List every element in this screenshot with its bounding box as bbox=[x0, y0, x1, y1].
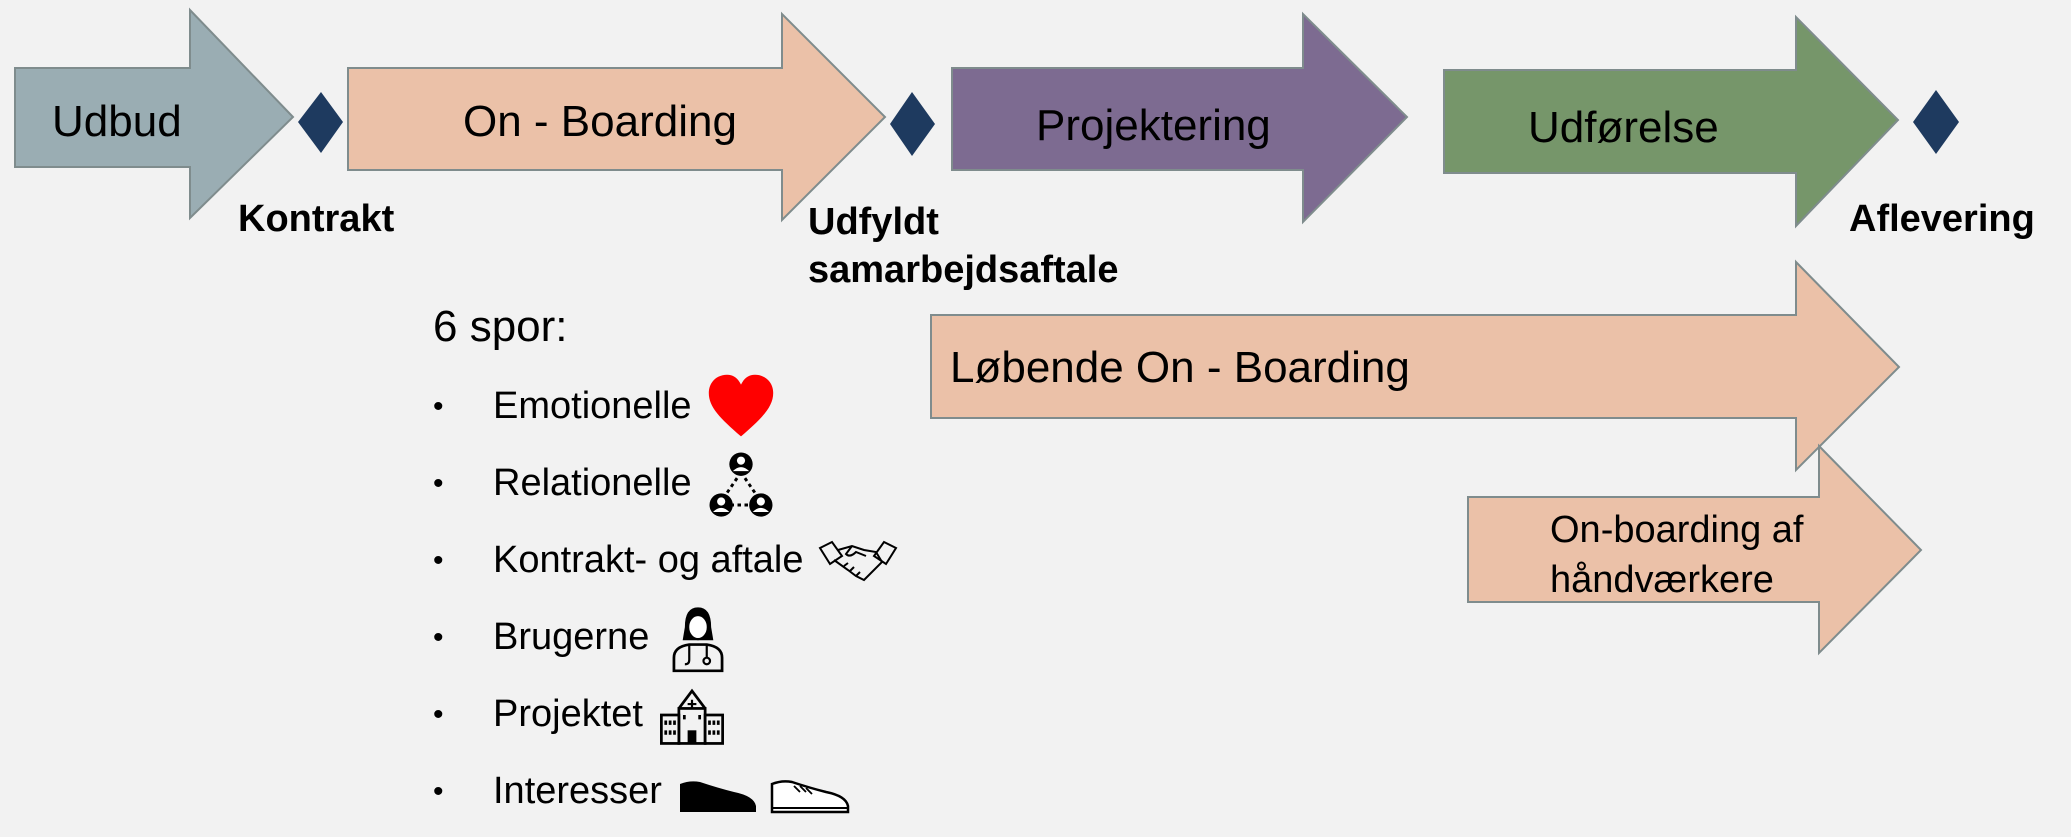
bullet-icon: • bbox=[433, 466, 444, 500]
list-item: • Emotionelle bbox=[433, 368, 993, 445]
heart-icon bbox=[706, 372, 776, 442]
process-diagram: Udbud On - Boarding Projektering Udførel… bbox=[14, 7, 1959, 656]
bullet-icon: • bbox=[433, 774, 444, 808]
track-label: Interesser bbox=[493, 770, 662, 812]
phase-label-projektering: Projektering bbox=[1036, 101, 1271, 150]
handshake-icon bbox=[818, 526, 898, 596]
craftsmen-onboarding-label-line2: håndværkere bbox=[1550, 559, 1774, 601]
track-label: Emotionelle bbox=[493, 385, 692, 427]
craftsmen-onboarding-arrow bbox=[1467, 443, 1923, 656]
shoes-icon bbox=[676, 757, 856, 827]
bullet-icon: • bbox=[433, 620, 444, 654]
phase-label-udbud: Udbud bbox=[52, 97, 182, 146]
track-label: Projektet bbox=[493, 693, 643, 735]
milestone-diamond-aflevering bbox=[1913, 90, 1959, 154]
continuous-onboarding-label: Løbende On - Boarding bbox=[950, 343, 1410, 392]
milestone-diamond-samarbejdsaftale bbox=[890, 92, 935, 156]
continuous-onboarding-arrow bbox=[930, 259, 1901, 473]
phase-arrow-udbud bbox=[14, 7, 295, 221]
track-label: Relationelle bbox=[493, 462, 692, 504]
track-label: Brugerne bbox=[493, 616, 650, 658]
bullet-icon: • bbox=[433, 389, 444, 423]
bullet-icon: • bbox=[433, 543, 444, 577]
list-item: • Brugerne bbox=[433, 599, 993, 676]
phase-arrow-onboarding bbox=[347, 11, 887, 223]
phase-arrow-udforelse bbox=[1443, 14, 1900, 229]
milestone-label-aflevering: Aflevering bbox=[1849, 198, 2035, 240]
list-item: • Projektet bbox=[433, 676, 993, 753]
phase-label-udforelse: Udførelse bbox=[1528, 103, 1719, 152]
list-item: • Kontrakt- og aftale bbox=[433, 522, 993, 599]
list-item: • Interesser bbox=[433, 753, 993, 830]
tracks-heading: 6 spor: bbox=[433, 302, 568, 351]
tracks-panel: 6 spor: • Emotionelle • Relationelle bbox=[433, 300, 993, 830]
craftsmen-onboarding-label-line1: On-boarding af bbox=[1550, 509, 1804, 551]
track-list: • Emotionelle • Relationelle • bbox=[433, 368, 993, 830]
network-people-icon bbox=[706, 449, 776, 519]
bullet-icon: • bbox=[433, 697, 444, 731]
list-item: • Relationelle bbox=[433, 445, 993, 522]
milestone-label-samarbejdsaftale: Udfyldt samarbejdsaftale bbox=[808, 201, 1119, 291]
track-label: Kontrakt- og aftale bbox=[493, 539, 804, 581]
phase-label-onboarding: On - Boarding bbox=[463, 97, 737, 146]
phase-arrow-projektering bbox=[951, 11, 1409, 225]
hospital-building-icon bbox=[657, 680, 727, 750]
milestone-diamond-kontrakt bbox=[298, 92, 343, 153]
milestone-label-kontrakt: Kontrakt bbox=[238, 198, 395, 240]
doctor-user-icon bbox=[663, 603, 733, 673]
